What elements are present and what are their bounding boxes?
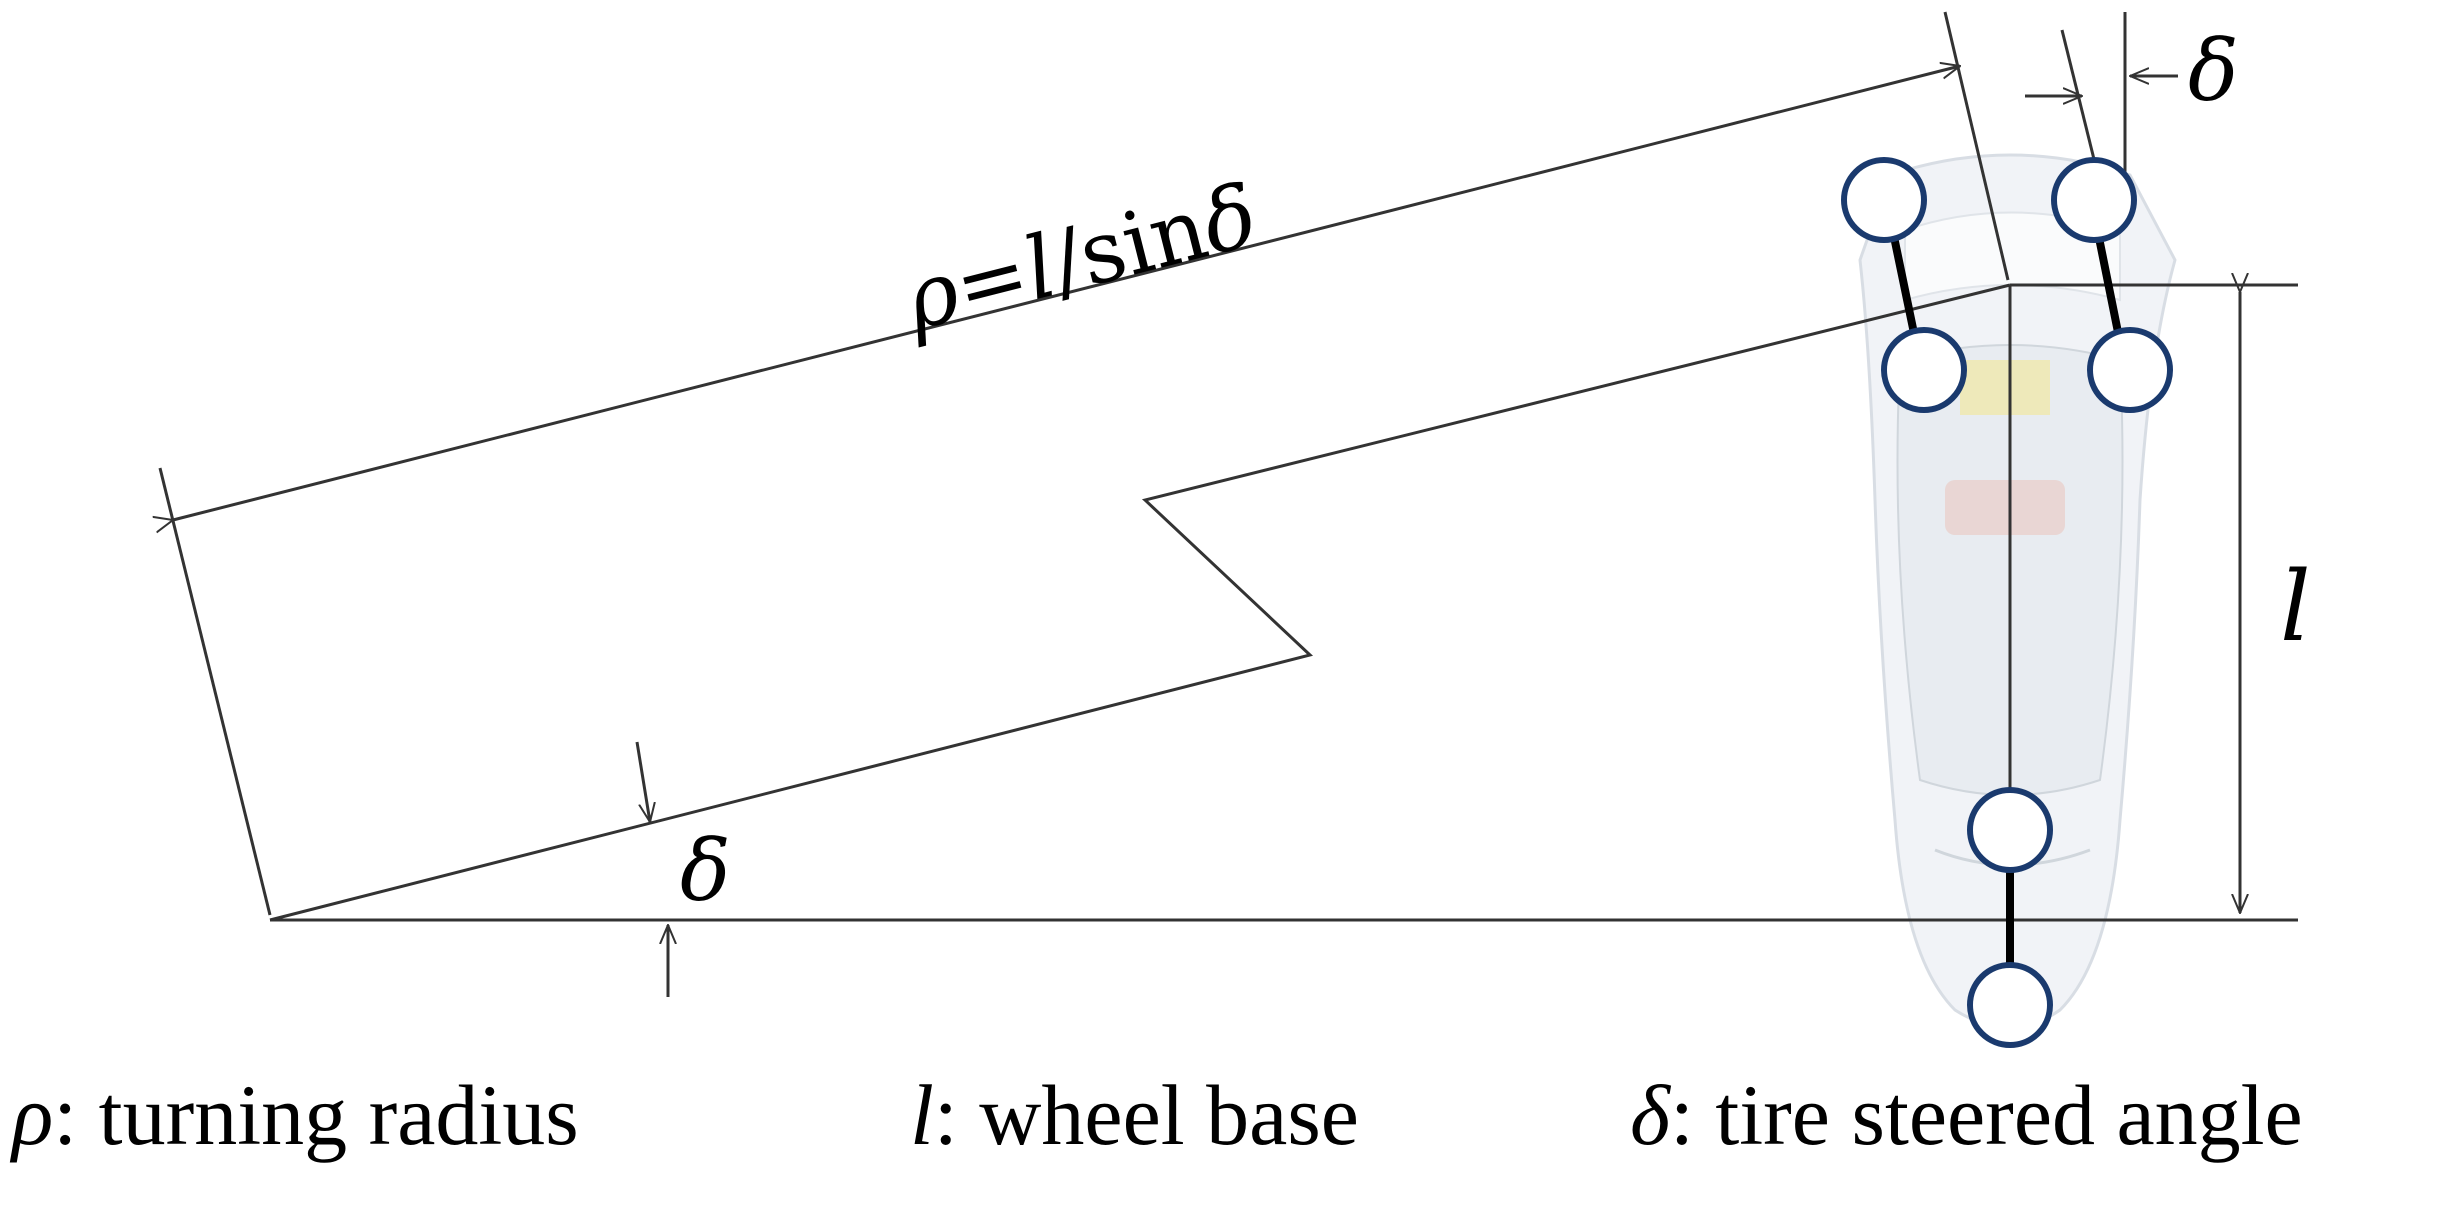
top-steer-angle-label: δ [2188, 22, 2239, 120]
legend-symbol-l: l [910, 1067, 934, 1163]
wheelbase-label: l [2280, 551, 2311, 663]
turning-radius-dimension-arrow [173, 66, 1960, 520]
wheels [1841, 157, 2173, 1048]
bottom-angle-label: δ [680, 822, 731, 920]
front-left-wheel-lower [1881, 327, 1967, 413]
legend-symbol-delta: δ [1630, 1067, 1670, 1163]
legend-wheel-base: l: wheel base [910, 1060, 1359, 1170]
front-right-wheel-lower [2087, 327, 2173, 413]
legend-text-turning-radius: : turning radius [53, 1067, 579, 1163]
angle-arrow-upper [635, 741, 650, 822]
rear-wheel-upper [1967, 787, 2053, 873]
turning-radius-formula: ρ=l/sinδ [895, 166, 1268, 351]
legend-text-wheel-base: : wheel base [933, 1067, 1359, 1163]
radius-extension-right [1943, 11, 2010, 281]
legend-text-tire-steered-angle: : tire steered angle [1669, 1067, 2303, 1163]
legend-turning-radius: ρ: turning radius [12, 1060, 579, 1170]
front-right-wheel-upper [2051, 157, 2137, 243]
radius-extension-left [158, 467, 272, 916]
legend-tire-steered-angle: δ: tire steered angle [1630, 1060, 2303, 1170]
legend-symbol-rho: ρ [12, 1067, 54, 1163]
rear-wheel-lower [1967, 962, 2053, 1048]
front-wheel-radius-line [269, 283, 2011, 922]
front-left-wheel-upper [1841, 157, 1927, 243]
